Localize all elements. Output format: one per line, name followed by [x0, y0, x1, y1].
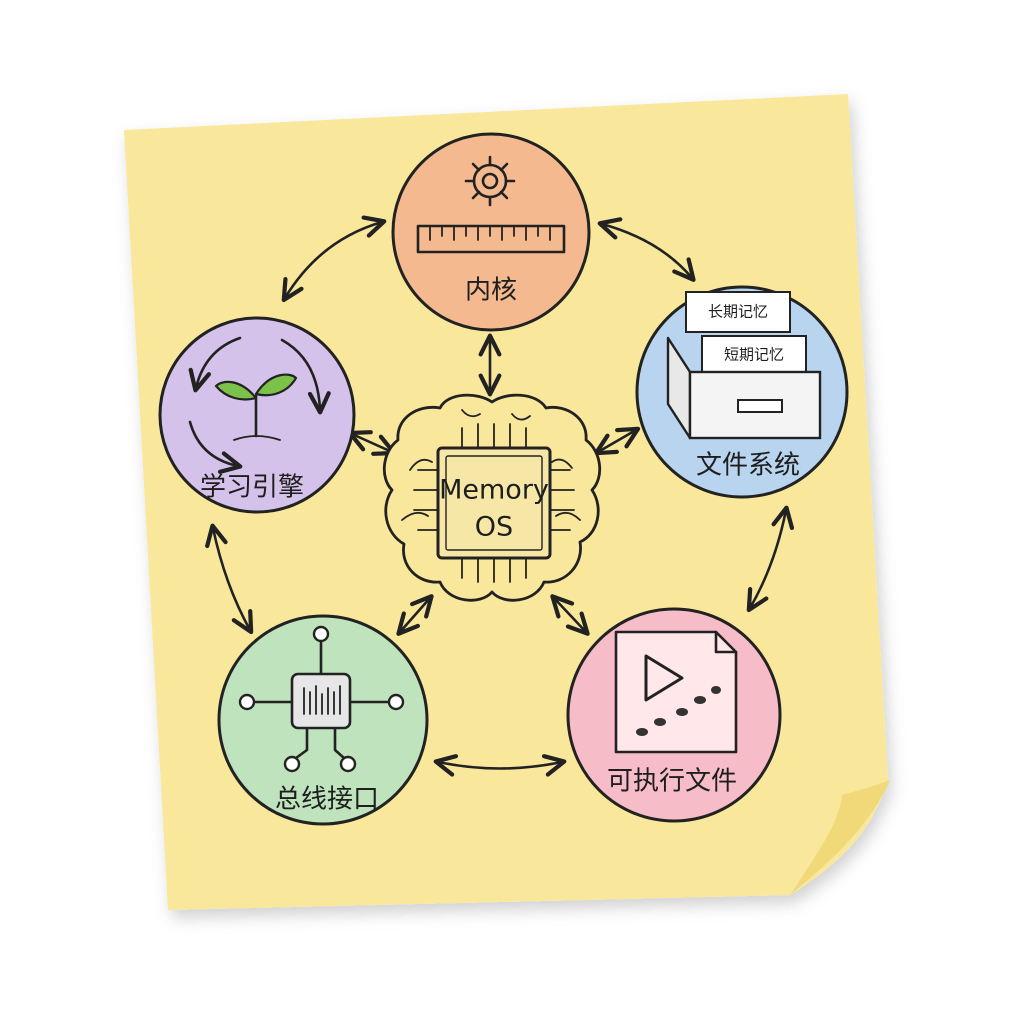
card-long-term-label: 长期记忆: [708, 303, 768, 321]
bus-network-icon: [238, 625, 405, 773]
filesystem-label: 文件系统: [696, 451, 800, 481]
footprints-icon: [636, 686, 721, 736]
node-bus: 总线接口: [217, 614, 429, 826]
node-filesystem: 长期记忆 短期记忆 文件系统: [635, 285, 849, 499]
arrow-learning-bus: [205, 523, 254, 635]
core-chip-inner: [445, 455, 543, 551]
executable-label: 可执行文件: [607, 767, 737, 797]
kernel-circle: [391, 132, 591, 332]
leaf-right: [254, 373, 298, 397]
sprout-icon: [214, 373, 298, 441]
arrow-kernel-learning: [281, 215, 387, 303]
note-curl: [790, 780, 890, 895]
node-learning: 学习引擎: [158, 316, 356, 514]
node-kernel: 内核: [391, 132, 591, 332]
node-bottom-right: [339, 755, 357, 773]
drawer-handle: [737, 399, 783, 413]
kernel-label: 内核: [465, 276, 517, 306]
executable-file-icon: [614, 630, 738, 754]
core-chip: [436, 446, 552, 560]
cycle-arrows-icon: [188, 336, 331, 474]
node-executable: 可执行文件: [566, 607, 782, 823]
connections: [205, 215, 795, 777]
core-memory-os: Memory OS: [383, 393, 601, 602]
file-drawer-icon: 长期记忆 短期记忆: [666, 291, 822, 440]
arrow-core-bus: [396, 594, 434, 636]
arrow-bus-executable: [433, 754, 567, 777]
card-long-term: [685, 291, 791, 333]
arrow-filesystem-core: [593, 426, 641, 456]
chip-pins: [413, 423, 575, 583]
core-title-line1: Memory: [439, 475, 549, 506]
arrow-core-executable: [550, 594, 590, 636]
node-top: [312, 625, 330, 643]
node-bottom-left: [283, 755, 301, 773]
bus-label: 总线接口: [275, 785, 379, 815]
node-left: [238, 693, 256, 711]
node-right: [387, 693, 405, 711]
brain-folds: [401, 409, 581, 521]
ruler-icon: [416, 224, 566, 254]
gear-icon: [464, 155, 516, 207]
arrow-kernel-filesystem: [597, 217, 696, 282]
bus-chip: [290, 672, 352, 730]
arrow-learning-core: [347, 430, 397, 456]
leaf-left: [214, 380, 258, 401]
core-title-line2: OS: [475, 512, 513, 543]
card-short-term: [701, 335, 807, 375]
card-short-term-label: 短期记忆: [724, 346, 784, 364]
play-icon: [644, 654, 684, 702]
arrow-filesystem-executable: [746, 505, 795, 613]
learning-label: 学习引擎: [200, 473, 304, 503]
document-fold: [714, 630, 738, 654]
